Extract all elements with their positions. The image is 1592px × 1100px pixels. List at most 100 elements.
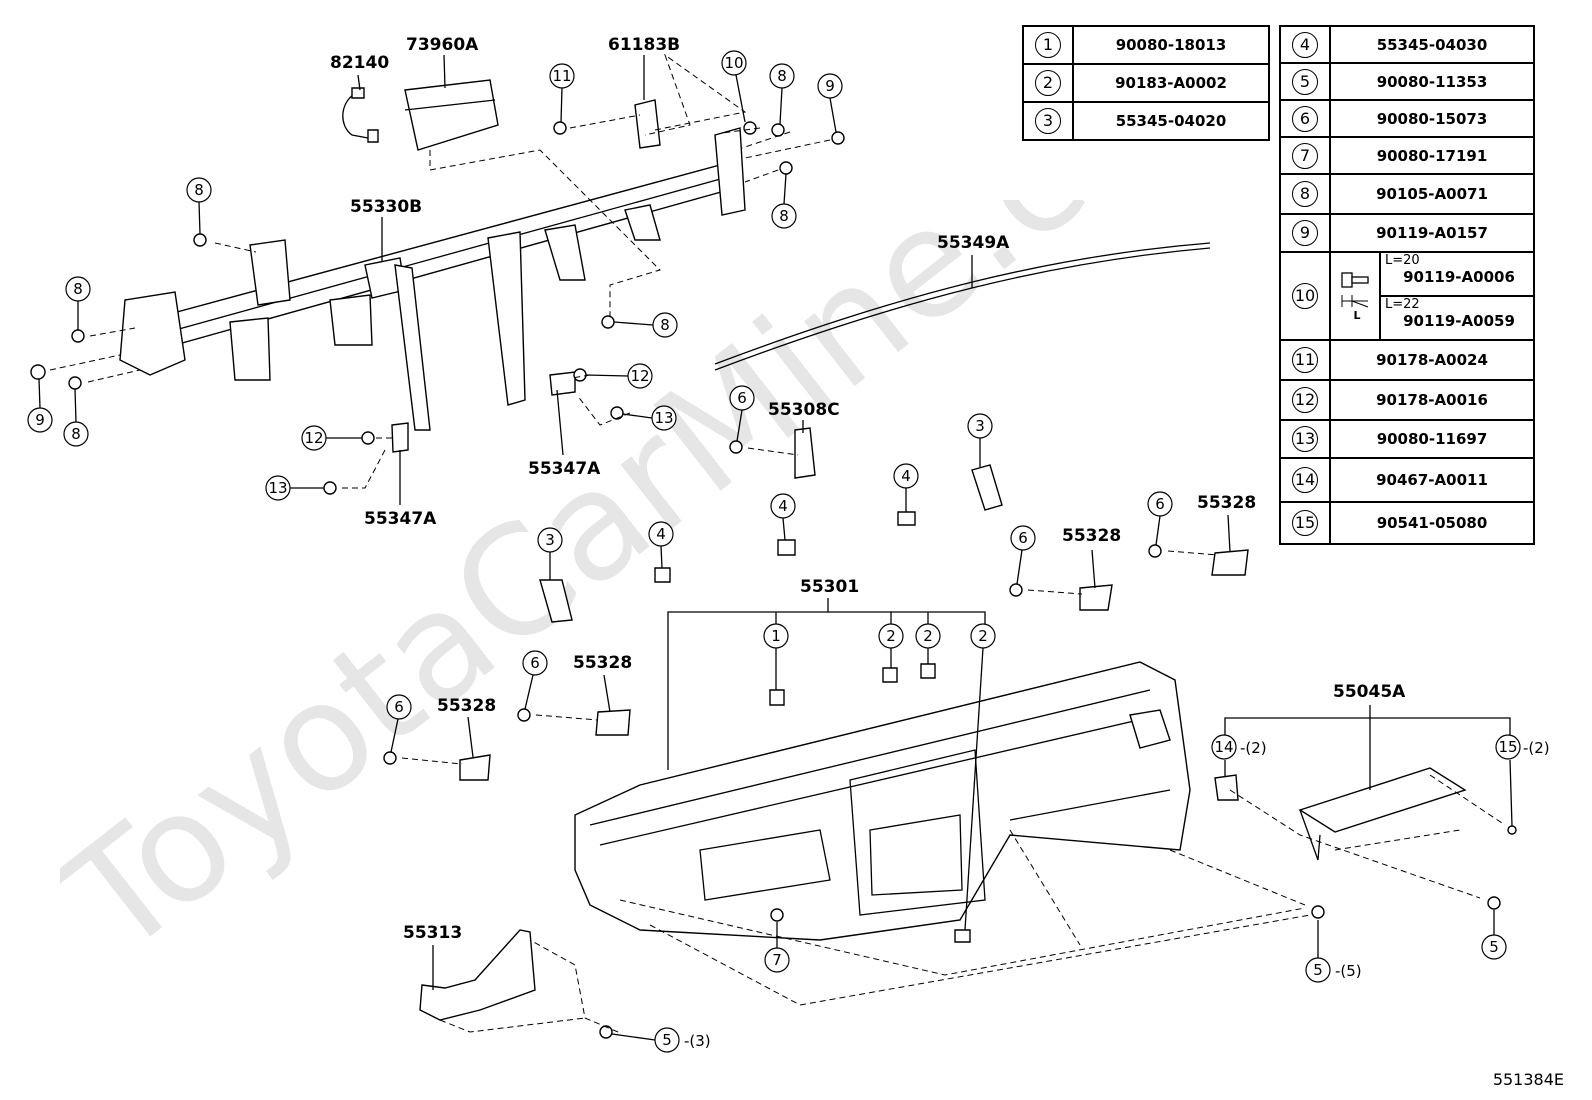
row-index: 9 [1292, 220, 1318, 246]
table-row: 15 90541-05080 [1279, 501, 1535, 545]
row-index: 5 [1292, 68, 1318, 95]
part-number: 90183-A0002 [1072, 63, 1270, 103]
callout-15: 15 [1495, 734, 1521, 760]
part-number: 90105-A0071 [1329, 173, 1535, 215]
part-number: 90467-A0011 [1329, 457, 1535, 503]
callout-2-text: 2 [886, 627, 896, 645]
callout-1: 1 [763, 623, 789, 649]
row-index: 4 [1292, 31, 1318, 58]
part-number: 90119-A0059 [1403, 312, 1515, 330]
row-index: 10 [1292, 283, 1318, 309]
callout-15-text: 15 [1498, 738, 1517, 756]
table-row: 8 90105-A0071 [1279, 173, 1535, 215]
length-mark: L [1353, 309, 1360, 322]
part-number: 90541-05080 [1329, 501, 1535, 545]
label-55347A-right: 55347A [528, 459, 601, 479]
part-number: 90178-A0016 [1329, 379, 1535, 421]
callout-6-text: 6 [394, 698, 404, 716]
part-number: 55345-04030 [1329, 25, 1535, 64]
wire-clip-part [342, 87, 379, 143]
callout-8-text: 8 [779, 207, 789, 225]
bolt-length-icon: L [1331, 253, 1381, 339]
callout-13: 13 [651, 405, 677, 431]
row-index: 6 [1292, 105, 1318, 132]
instrument-panel [574, 661, 1191, 941]
callout-6-text: 6 [737, 389, 747, 407]
callout-8: 8 [771, 203, 797, 229]
label-82140: 82140 [330, 53, 389, 73]
part-number: 90080-15073 [1329, 99, 1535, 138]
callout-12: 12 [627, 363, 653, 389]
length-22: L=22 [1385, 297, 1420, 312]
callout-8-text: 8 [660, 316, 670, 334]
callout-6: 6 [522, 650, 548, 676]
table-row: 13 90080-11697 [1279, 419, 1535, 459]
row-index: 8 [1292, 181, 1318, 207]
glove-box-part [1214, 767, 1467, 861]
part-labels: 82140 73960A 61183B 55330B 55349A 55308C… [330, 35, 1406, 943]
callout-5: 5 [1481, 934, 1507, 960]
callout-6: 6 [729, 385, 755, 411]
label-55347A-left: 55347A [364, 509, 437, 529]
callout-8: 8 [186, 177, 212, 203]
label-55045A: 55045A [1333, 682, 1406, 702]
callout-11: 11 [549, 63, 575, 89]
callout-8: 8 [652, 312, 678, 338]
callout-9: 9 [27, 407, 53, 433]
label-55301: 55301 [800, 577, 859, 597]
table-row: 14 90467-A0011 [1279, 457, 1535, 503]
callout-12-text: 12 [304, 429, 323, 447]
small-brackets [391, 371, 1249, 943]
callout-5: 5 [1305, 957, 1331, 983]
bracket-55313 [419, 929, 536, 1021]
row-index: 2 [1035, 70, 1061, 96]
callout-6-text: 6 [1018, 529, 1028, 547]
callout-8-text: 8 [73, 280, 83, 298]
callout-14-qty: -(2) [1240, 739, 1267, 757]
label-55330B: 55330B [350, 197, 422, 217]
callout-5-qty: -(3) [684, 1032, 711, 1050]
table-row: 12 90178-A0016 [1279, 379, 1535, 421]
callout-4: 4 [648, 521, 674, 547]
callout-15-qty: -(2) [1523, 739, 1550, 757]
part-number: 90080-18013 [1072, 25, 1270, 65]
callout-5: 5 [654, 1027, 680, 1053]
table-row: 9 90119-A0157 [1279, 213, 1535, 253]
callout-12-text: 12 [630, 367, 649, 385]
label-61183B: 61183B [608, 35, 680, 55]
drawing-id: 551384E [1492, 1070, 1564, 1089]
callout-8: 8 [65, 276, 91, 302]
callout-3: 3 [537, 527, 563, 553]
table-row: 6 90080-15073 [1279, 99, 1535, 138]
table-row: 5 90080-11353 [1279, 62, 1535, 101]
callout-2: 2 [878, 623, 904, 649]
label-55308C: 55308C [768, 400, 840, 420]
table-row: 1 90080-18013 [1022, 25, 1270, 65]
part-number: 90080-17191 [1329, 136, 1535, 175]
table-row: 3 55345-04020 [1022, 101, 1270, 141]
callout-4: 4 [770, 493, 796, 519]
callout-5-qty: -(5) [1335, 962, 1362, 980]
callout-13: 13 [265, 475, 291, 501]
callout-8: 8 [63, 421, 89, 447]
callout-2-text: 2 [978, 627, 988, 645]
row-index: 12 [1292, 387, 1318, 413]
callout-14-text: 14 [1214, 738, 1233, 756]
callout-5-text: 5 [1313, 961, 1323, 979]
callout-5-text: 5 [1489, 938, 1499, 956]
row-index: 14 [1292, 467, 1318, 493]
callout-5-text: 5 [662, 1031, 672, 1049]
callout-11-text: 11 [552, 67, 571, 85]
callout-2: 2 [970, 623, 996, 649]
callout-10-text: 10 [724, 54, 743, 72]
part-number: 90119-A0006 [1403, 268, 1515, 286]
callout-4-text: 4 [901, 467, 911, 485]
callout-3: 3 [967, 413, 993, 439]
callout-10: 10 [721, 50, 747, 76]
row-index: 15 [1292, 510, 1318, 536]
callout-14: 14 [1211, 734, 1237, 760]
steering-support-beam [119, 99, 746, 431]
part-number: 90080-11697 [1329, 419, 1535, 459]
label-55328-d: 55328 [437, 696, 496, 716]
